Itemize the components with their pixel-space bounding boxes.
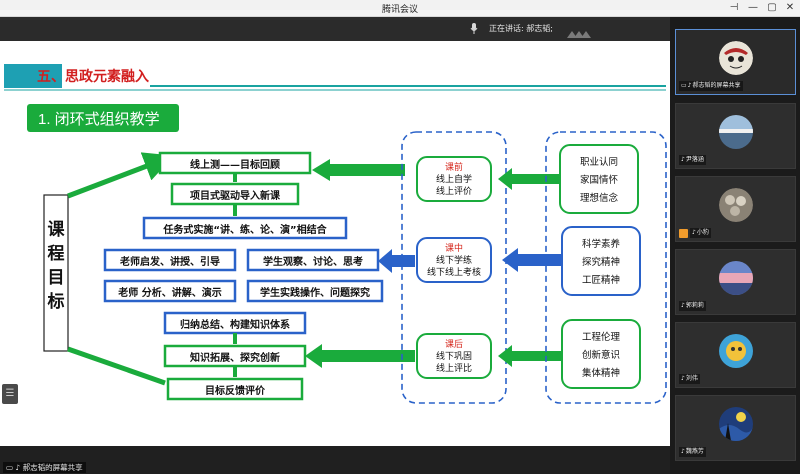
participant-tile[interactable]: ♪小豹	[675, 176, 796, 242]
close-button[interactable]: ✕	[785, 2, 795, 13]
avatar	[719, 261, 753, 295]
stage-during-tag: 课中	[445, 242, 463, 254]
minimize-button[interactable]: —	[748, 2, 758, 13]
flow-step-5b	[246, 279, 384, 303]
flow-step-4a-label: 老师启发、讲授、引导	[119, 255, 220, 268]
window-title: 腾讯会议	[381, 5, 418, 15]
speaker-mic-icon	[470, 23, 478, 37]
screen-share-icon: ▭	[6, 463, 14, 472]
goal-char-3: 目	[48, 268, 65, 288]
flow-step-8	[166, 377, 304, 401]
participant-name: ♪刘伟	[679, 374, 700, 384]
participant-tile[interactable]: ♪郭莉莉	[675, 249, 796, 315]
values-group-2	[561, 226, 641, 296]
bottom-bar: ▭ ♪ 郝志韬的屏幕共享	[0, 446, 670, 474]
stage-after-line-2: 线上评比	[436, 362, 472, 374]
avatar	[719, 407, 753, 441]
speaking-bar: 正在讲话: 郝志韬;	[0, 17, 670, 41]
participant-tile[interactable]: ♪刘伟	[675, 322, 796, 388]
avatar	[719, 334, 753, 368]
screen-share-icon: ▭	[681, 82, 687, 89]
flow-step-5a	[103, 279, 237, 303]
mic-icon: ♪	[681, 156, 685, 163]
value-2-1: 科学素养	[582, 238, 621, 250]
mic-icon: ♪	[681, 448, 685, 455]
pin-icon[interactable]: ⊣	[729, 2, 739, 13]
stage-before-tag: 课前	[445, 161, 463, 173]
participant-tile[interactable]: ♪魏燕芳	[675, 395, 796, 461]
flow-step-7-label: 知识拓展、探究创新	[189, 351, 280, 364]
screen-share-name: 郝志韬的屏幕共享	[22, 463, 83, 472]
mic-icon: ♪	[692, 229, 696, 236]
stage-during-line-2: 线下线上考核	[427, 266, 481, 278]
participant-name: ▭♪郝志韬的屏幕共享	[679, 81, 743, 91]
mic-icon: ♪	[15, 463, 21, 472]
mic-icon: ♪	[681, 375, 685, 382]
avatar	[719, 115, 753, 149]
value-1-3: 理想信念	[580, 192, 619, 204]
stage-during-line-1: 线下学练	[436, 254, 472, 266]
goal-char-1: 课	[48, 220, 66, 240]
flow-step-8-label: 目标反馈评价	[205, 384, 266, 397]
flow-step-2-label: 项目式驱动导入新课	[190, 189, 281, 202]
stage-before	[416, 156, 492, 202]
stage-before-line-2: 线上评价	[436, 185, 472, 197]
screen-share-label: ▭ ♪ 郝志韬的屏幕共享	[3, 462, 86, 473]
avatar	[719, 188, 753, 222]
participant-badge	[679, 229, 688, 238]
title-bar: 腾讯会议 ⊣ — ▢ ✕	[0, 0, 800, 17]
flow-step-5a-label: 老师 分析、讲解、演示	[117, 286, 221, 299]
stage-during	[416, 237, 492, 283]
speaking-label: 正在讲话: 郝志韬;	[489, 24, 553, 33]
flow-step-4b	[246, 248, 380, 272]
flow-step-3	[142, 216, 348, 240]
value-2-2: 探究精神	[582, 256, 620, 268]
participant-tile[interactable]: ▭♪郝志韬的屏幕共享	[675, 29, 796, 95]
stage-after-tag: 课后	[445, 339, 463, 350]
flow-step-6-label: 归纳总结、构建知识体系	[180, 318, 290, 331]
value-3-2: 创新意识	[582, 349, 620, 361]
course-goal-box	[43, 194, 69, 352]
goal-char-2: 程	[48, 244, 65, 264]
participant-panel: ▭♪郝志韬的屏幕共享 ♪尹落涵 ♪小豹 ♪郭莉莉 ♪刘伟	[670, 17, 800, 474]
slide-heading: 五、思政元素融入	[37, 68, 149, 84]
avatar	[719, 41, 753, 75]
meeting-logo-icon	[566, 24, 592, 38]
maximize-button[interactable]: ▢	[767, 2, 777, 13]
values-column	[545, 131, 667, 404]
side-panel-toggle[interactable]: ☰	[2, 384, 18, 404]
stage-after-line-1: 线下巩固	[436, 350, 472, 362]
flow-step-3-label: 任务式实施“讲、练、论、演”相结合	[162, 223, 327, 236]
value-3-1: 工程伦理	[582, 331, 621, 343]
value-1-1: 职业认同	[580, 156, 618, 168]
goal-char-4: 标	[48, 291, 65, 312]
participant-name: ♪尹落涵	[679, 155, 706, 165]
flow-step-5b-label: 学生实践操作、问题探究	[260, 286, 370, 299]
values-group-1	[559, 144, 639, 214]
flow-step-4b-label: 学生观察、讨论、思考	[263, 255, 363, 268]
participant-name: ♪小豹	[690, 228, 711, 238]
mic-icon: ♪	[687, 82, 692, 89]
participant-tile[interactable]: ♪尹落涵	[675, 103, 796, 169]
value-1-2: 家国情怀	[580, 174, 619, 186]
stage-before-line-1: 线上自学	[436, 173, 472, 185]
stage-after	[416, 333, 492, 379]
value-3-3: 集体精神	[582, 367, 620, 379]
flow-step-1-label: 线上测——目标回顾	[190, 158, 280, 171]
flow-step-4a	[103, 248, 237, 272]
slide-subheading: 1. 闭环式组织教学	[38, 111, 160, 128]
shared-slide: 五、思政元素融入 1. 闭环式组织教学 课 程 目 标 线上测——目标回顾 项目…	[0, 41, 670, 446]
value-2-3: 工匠精神	[582, 274, 620, 286]
mic-icon: ♪	[681, 302, 685, 309]
slide-canvas: 五、思政元素融入 1. 闭环式组织教学 课 程 目 标 线上测——目标回顾 项目…	[4, 64, 667, 404]
values-group-3	[561, 319, 641, 389]
participant-name: ♪魏燕芳	[679, 447, 706, 457]
participant-name: ♪郭莉莉	[679, 301, 706, 311]
stage-column	[401, 131, 507, 404]
